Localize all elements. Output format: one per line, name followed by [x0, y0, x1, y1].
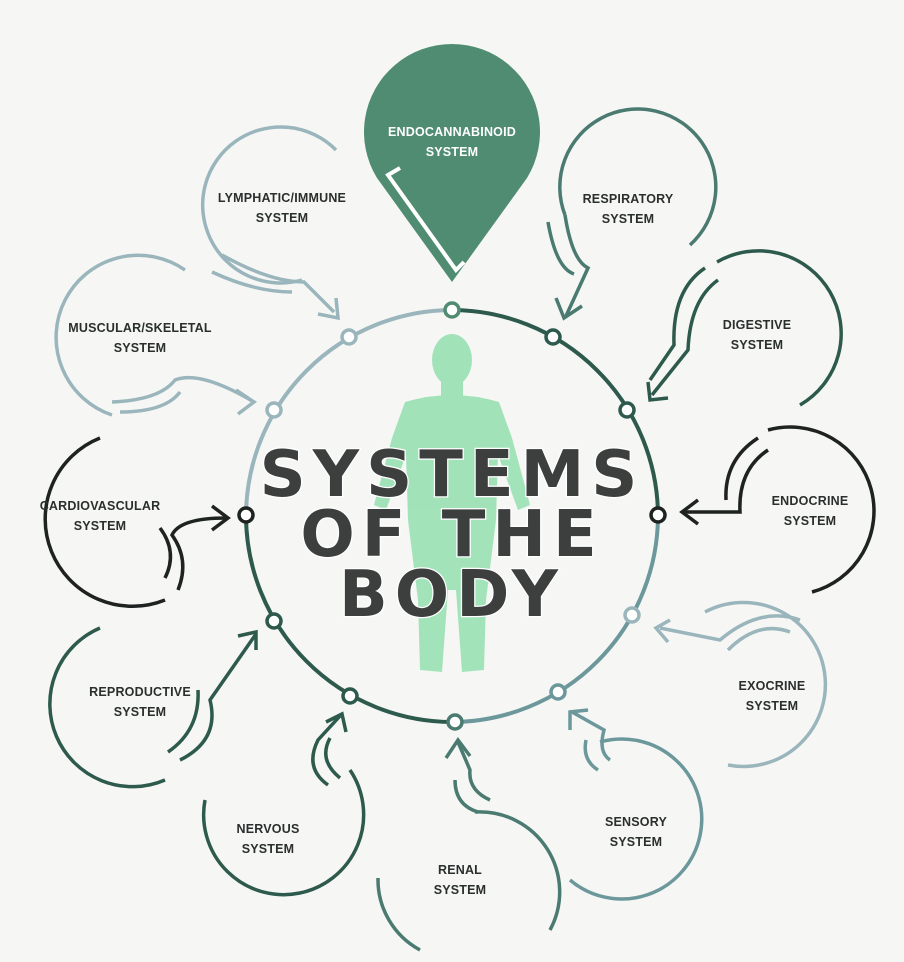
human-figure-icon [374, 334, 530, 672]
respiratory-label: RESPIRATORY [583, 192, 674, 206]
ring-node [623, 606, 641, 624]
respiratory-label-sub: SYSTEM [602, 212, 655, 226]
endocrine-label: ENDOCRINE [772, 494, 849, 508]
system-node-exocrine: EXOCRINE SYSTEM [653, 600, 828, 769]
map-pin-icon [364, 43, 540, 282]
exocrine-label: EXOCRINE [739, 679, 806, 693]
renal-label-sub: SYSTEM [434, 883, 487, 897]
ring-node [237, 506, 255, 524]
ring-node [265, 612, 283, 630]
cardiovascular-label-sub: SYSTEM [74, 519, 127, 533]
ring-node [443, 301, 461, 319]
reproductive-label: REPRODUCTIVE [89, 685, 191, 699]
system-node-nervous: NERVOUS SYSTEM [201, 711, 366, 897]
lymphatic-immune-label-sub: SYSTEM [256, 211, 309, 225]
system-node-sensory: SENSORY SYSTEM [568, 708, 704, 901]
title-line-3: BODY [339, 558, 565, 632]
arrow-head-icon [235, 388, 258, 416]
arrow-head-icon [210, 504, 231, 532]
digestive-label-sub: SYSTEM [731, 338, 784, 352]
arrow-head-icon [317, 297, 340, 321]
exocrine-label-sub: SYSTEM [746, 699, 799, 713]
system-node-lymphatic-immune: LYMPHATIC/IMMUNE SYSTEM [200, 125, 346, 321]
title-line-1: SYSTEMS [260, 438, 645, 512]
ring-nodes [237, 301, 667, 731]
arrow-head-icon [444, 736, 472, 759]
system-node-respiratory: RESPIRATORY SYSTEM [546, 107, 718, 321]
reproductive-label-sub: SYSTEM [114, 705, 167, 719]
title-line-2: OF THE [300, 498, 603, 572]
arrow-head-icon [237, 629, 258, 650]
ring-node [446, 713, 464, 731]
system-node-endocrine: ENDOCRINE SYSTEM [679, 425, 876, 594]
system-node-renal: RENAL SYSTEM [376, 736, 562, 952]
arrow-head-icon [568, 708, 589, 730]
arrow-head-icon [554, 297, 583, 321]
digestive-label: DIGESTIVE [723, 318, 791, 332]
system-node-muscular-skeletal: MUSCULAR/SKELETAL SYSTEM [54, 253, 258, 417]
arrow-head-icon [325, 711, 348, 733]
lymphatic-immune-label: LYMPHATIC/IMMUNE [218, 191, 346, 205]
ring-node [544, 328, 562, 346]
muscular-skeletal-label: MUSCULAR/SKELETAL [68, 321, 212, 335]
muscular-skeletal-label-sub: SYSTEM [114, 341, 167, 355]
diagram-title: SYSTEMS OF THE BODY [258, 437, 645, 634]
endocannabinoid-label-sub: SYSTEM [426, 145, 479, 159]
arrow-head-icon [679, 498, 700, 526]
system-node-digestive: DIGESTIVE SYSTEM [646, 249, 843, 407]
nervous-label-sub: SYSTEM [242, 842, 295, 856]
endocannabinoid-label: ENDOCANNABINOID [388, 125, 516, 139]
ring-node [341, 687, 359, 705]
central-ring [244, 308, 660, 724]
ring-node [549, 683, 567, 701]
arrow-head-icon [646, 381, 669, 402]
system-node-reproductive: REPRODUCTIVE SYSTEM [48, 626, 258, 789]
ring-node [618, 401, 636, 419]
ring-node [340, 328, 358, 346]
arrow-head-icon [653, 618, 671, 644]
ring-node [265, 401, 283, 419]
system-node-endocannabinoid: ENDOCANNABINOID SYSTEM [364, 43, 540, 282]
nervous-label: NERVOUS [237, 822, 300, 836]
renal-label: RENAL [438, 863, 482, 877]
sensory-label: SENSORY [605, 815, 668, 829]
sensory-label-sub: SYSTEM [610, 835, 663, 849]
endocrine-label-sub: SYSTEM [784, 514, 837, 528]
ring-node [649, 506, 667, 524]
cardiovascular-label: CARDIOVASCULAR [40, 499, 161, 513]
system-node-cardiovascular: CARDIOVASCULAR SYSTEM [40, 436, 231, 608]
